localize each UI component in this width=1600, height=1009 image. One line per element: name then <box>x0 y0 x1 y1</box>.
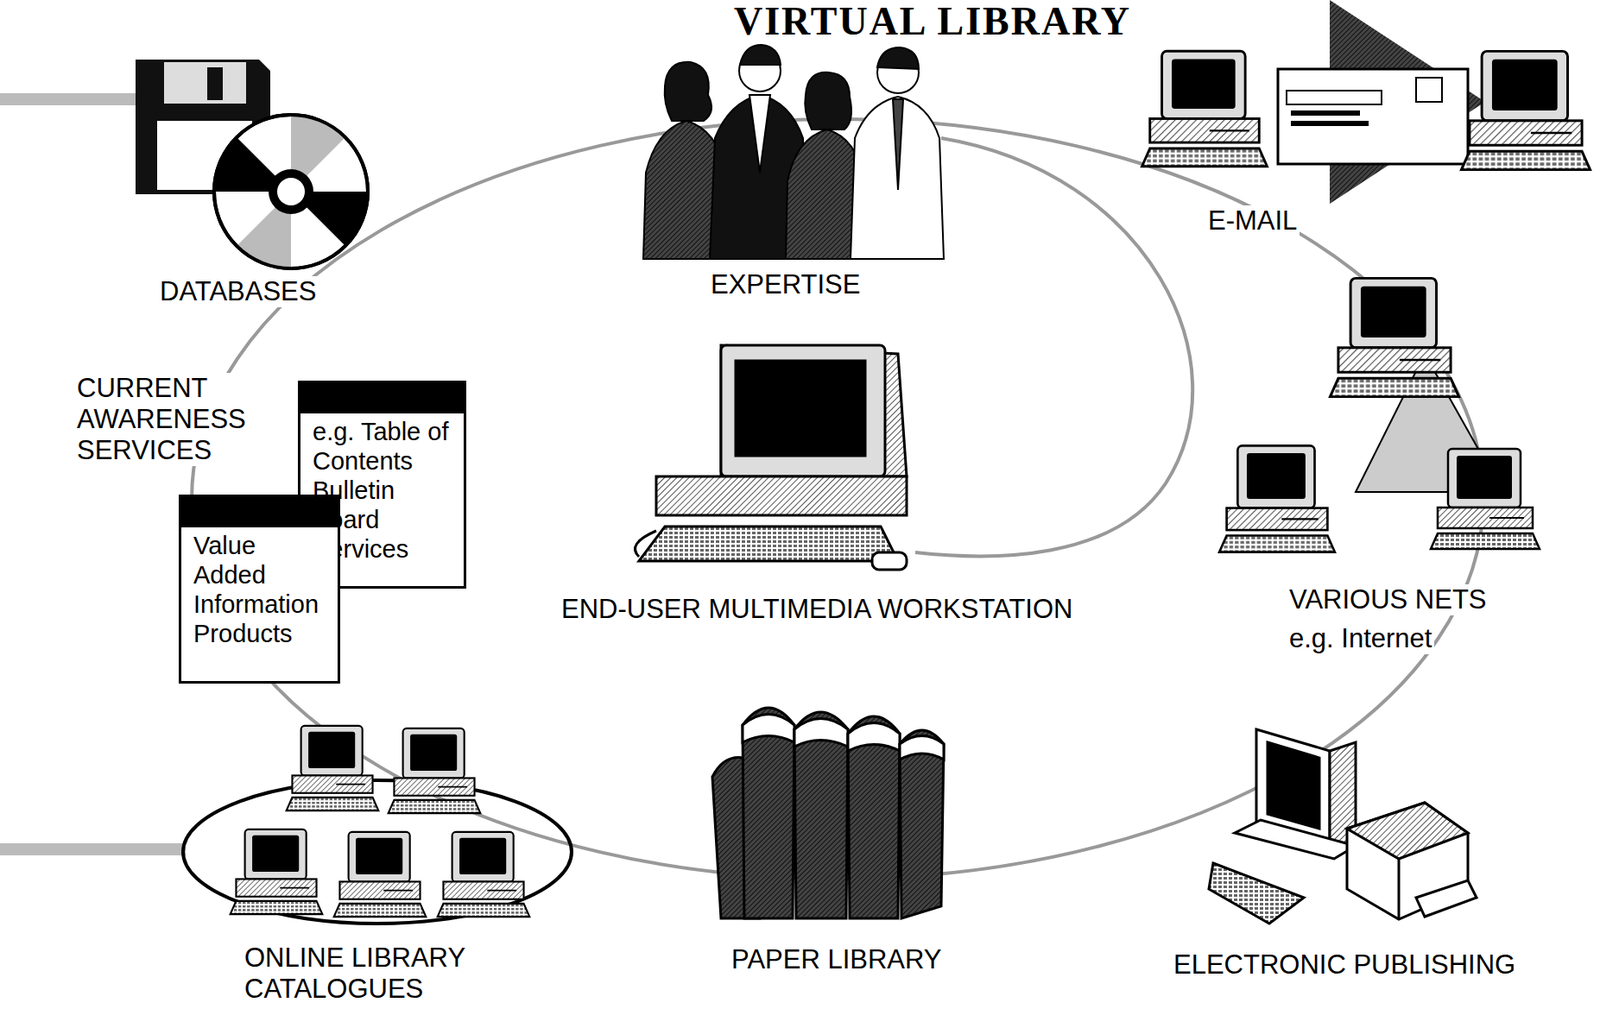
box-text: Value Added Information Products <box>181 527 338 654</box>
item-label: E-MAIL <box>1205 205 1300 237</box>
item-label: EXPERTISE <box>708 269 863 301</box>
title: VIRTUAL LIBRARY <box>733 0 1132 44</box>
item-label: PAPER LIBRARY <box>728 944 945 976</box>
item-label: ELECTRONIC PUBLISHING <box>1170 949 1518 981</box>
item-label: e.g. Internet <box>1286 623 1435 655</box>
item-label: DATABASES <box>157 276 319 308</box>
service-box: Value Added Information Products <box>178 494 341 684</box>
item-label: VARIOUS NETS <box>1286 584 1490 616</box>
item-label: ONLINE LIBRARY CATALOGUES <box>241 942 532 1006</box>
item-label: CURRENT AWARENESS SERVICES <box>74 373 304 467</box>
item-label: END-USER MULTIMEDIA WORKSTATION <box>558 594 1076 626</box>
